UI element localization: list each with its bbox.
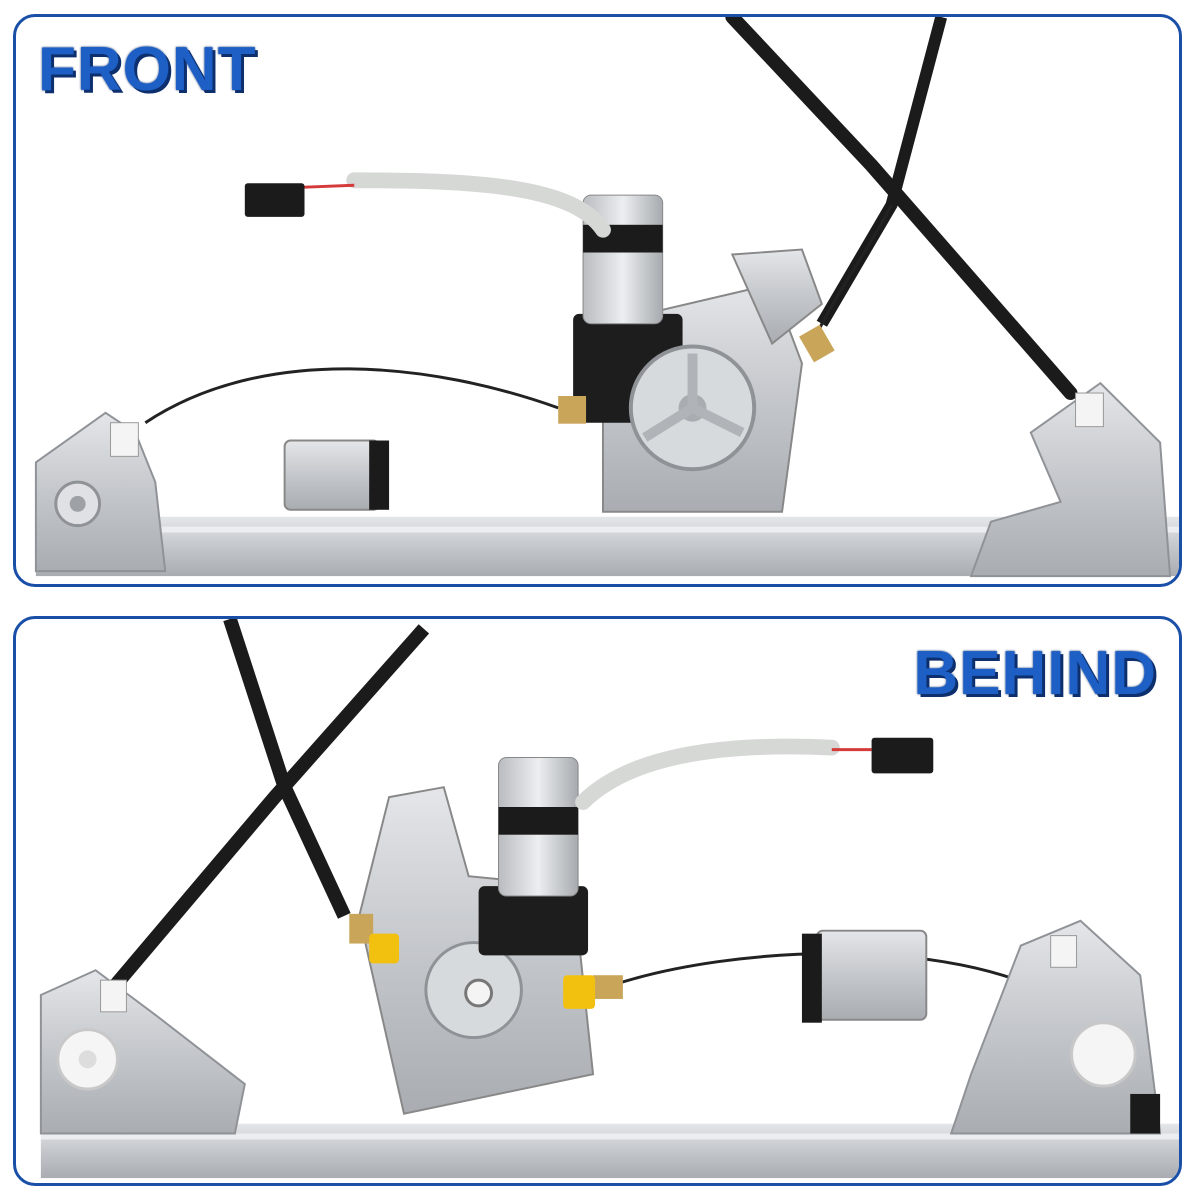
behind-view-panel: BEHIND (13, 616, 1182, 1186)
cable (144, 367, 559, 424)
cable (725, 17, 1078, 400)
cable (815, 204, 893, 335)
front-label: FRONT (38, 35, 257, 104)
yellow-clip (563, 975, 596, 1009)
yellow-clip (369, 933, 400, 964)
wire-harness (575, 738, 840, 810)
electrical-plug (244, 183, 305, 217)
electrical-plug (871, 737, 934, 774)
window-regulator-behind-illustration (39, 619, 1179, 1179)
cable (223, 619, 351, 919)
wire-harness (346, 172, 611, 238)
window-regulator-front-illustration (34, 17, 1179, 578)
left-bracket (34, 411, 167, 573)
slider-clip (815, 929, 928, 1021)
spring (349, 913, 374, 944)
front-view-panel: FRONT (13, 14, 1182, 587)
right-bracket (969, 381, 1172, 578)
cable (110, 624, 430, 990)
pulley-mount (730, 248, 824, 346)
spring (799, 324, 835, 363)
left-bracket (39, 969, 246, 1135)
slider-clip (283, 439, 381, 511)
spring (558, 395, 587, 424)
spring (593, 975, 623, 999)
motor-connector-block (478, 886, 589, 956)
behind-label: BEHIND (913, 639, 1157, 708)
